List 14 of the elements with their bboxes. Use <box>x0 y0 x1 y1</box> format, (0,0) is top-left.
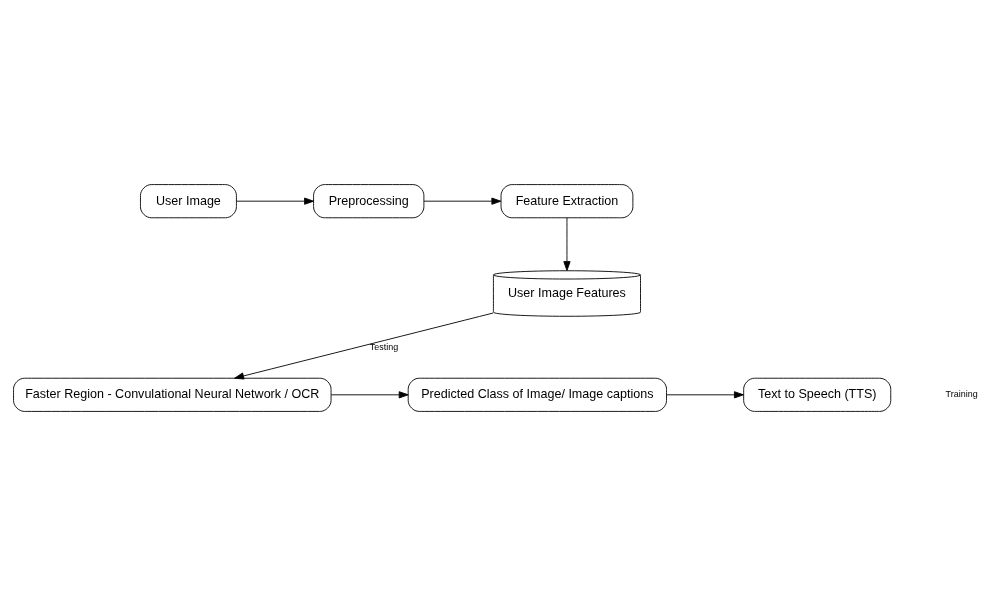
node-box: Faster Region - Convulational Neural Network / OCR <box>13 377 332 412</box>
arrow <box>234 312 494 379</box>
node-box: Predicted Class of Image/ Image captions <box>407 377 667 412</box>
arrow <box>330 390 409 398</box>
node-box: User Image <box>140 183 237 218</box>
node-box: Preprocessing <box>313 183 425 218</box>
node-box: Text to Speech (TTS) <box>743 377 892 412</box>
label: Training <box>945 388 978 399</box>
edge-label: Testing <box>369 341 399 352</box>
arrow <box>236 197 314 205</box>
arrow <box>423 197 502 205</box>
arrow <box>563 216 571 271</box>
arrow <box>666 390 744 398</box>
node-box: Feature Extraction <box>500 183 634 218</box>
